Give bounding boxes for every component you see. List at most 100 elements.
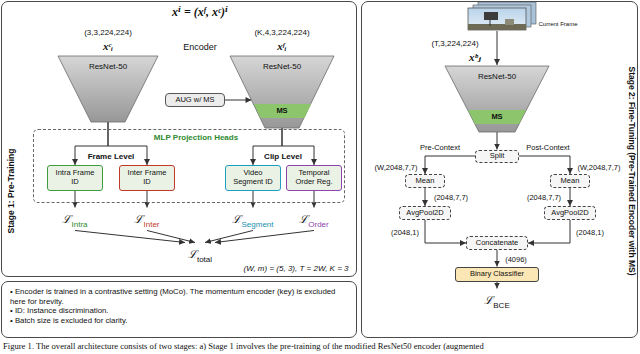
box-text: Mean <box>554 177 586 186</box>
loss-symbol: ℒ <box>134 213 143 225</box>
loss-term: ℒOrder <box>289 208 339 231</box>
tensor-shape: (W,2048,7,7) <box>578 163 621 172</box>
heading-text: ResNet-50 <box>478 73 516 82</box>
edge-label: (2048,1) <box>390 228 420 237</box>
loss-term: ℒInter <box>122 208 172 231</box>
edge-label: (4096) <box>504 255 528 264</box>
augment-box: AUG w/ MS <box>165 93 225 107</box>
op-box: Mean <box>405 174 445 188</box>
level-label: Frame Level <box>88 152 135 161</box>
heading-text: MS <box>491 113 502 121</box>
box-text: Video Segment ID <box>229 169 277 186</box>
connector <box>215 230 314 242</box>
trapezoid-shape <box>468 110 526 124</box>
connector <box>314 191 315 208</box>
box-text: Temporal Order Reg. <box>290 169 338 186</box>
op-box: AvgPool2D <box>399 206 451 220</box>
loss-subscript: Order <box>308 220 328 229</box>
connector <box>425 156 475 174</box>
connector <box>425 188 426 206</box>
op-box: AvgPool2D <box>544 206 596 220</box>
connector <box>225 99 252 100</box>
connector <box>519 156 570 174</box>
frame-ground <box>468 24 526 30</box>
edge-label: (2048,7,7) <box>526 193 562 202</box>
heading-text: MLP Projection Heads <box>154 134 238 143</box>
op-box: Split <box>475 150 519 163</box>
projection-group: MLP Projection HeadsIntra Frame ID Inter … <box>33 129 345 203</box>
input-arrow <box>497 31 498 65</box>
figure-caption: Figure 1. The overall architecture consi… <box>3 341 484 351</box>
connector <box>253 128 282 165</box>
frame-sign <box>484 12 498 20</box>
box-text: • Encoder is trained in a contrastive se… <box>10 287 348 306</box>
box-text: Concatenate <box>470 239 524 248</box>
tensor-shape: (W,2048,7,7) <box>375 163 418 172</box>
heading-text: ResNet-50 <box>89 63 127 72</box>
box-text: AUG w/ MS <box>169 96 221 105</box>
encoder-trapezoid: ResNet-50MS <box>230 56 334 128</box>
loss-symbol: ℒ <box>484 294 493 306</box>
connector <box>528 220 570 243</box>
edge-label: Post-Context <box>525 143 570 152</box>
stage-panel: Stage 1: Pre-TrainingResNet-50AUG w/ MSR… <box>1 1 357 277</box>
box-text: Mean <box>409 177 441 186</box>
frame-stack <box>468 2 536 30</box>
box-text: Inter Frame ID <box>123 169 171 186</box>
connector <box>75 191 76 208</box>
loss-symbol: ℒ <box>188 248 197 260</box>
trapezoid-shape <box>58 56 158 122</box>
loss-term: ℒBCE <box>475 289 519 312</box>
encoder-trapezoid: ResNet-50MS <box>445 66 549 132</box>
heading-text: ResNet-50 <box>263 63 301 72</box>
box-text: Intra Frame ID <box>51 169 99 186</box>
edge-label: (2048,7,7) <box>433 193 469 202</box>
trapezoid-shape <box>254 104 311 118</box>
op-box: Mean <box>550 174 590 188</box>
head-box: Inter Frame ID <box>119 165 175 191</box>
classifier-box: Binary Classifier <box>455 267 539 282</box>
tensor-shape: (3,3,224,224) <box>84 28 132 37</box>
op-box: Concatenate <box>466 236 528 250</box>
connector <box>147 191 148 208</box>
loss-subscript: Segment <box>241 220 273 229</box>
box-text: AvgPool2D <box>548 209 592 218</box>
loss-symbol: ℒ <box>299 213 308 225</box>
connector <box>75 230 185 242</box>
loss-subscript: Inter <box>143 220 159 229</box>
tensor-shape: (T,3,224,224) <box>431 39 478 48</box>
box-text: AvgPool2D <box>403 209 447 218</box>
frame-caption: Current Frame <box>538 21 577 27</box>
box-text: • Batch size is excluded for clarity. <box>10 316 348 326</box>
ms-band: MS <box>468 110 526 124</box>
frame-object <box>505 19 514 25</box>
loss-term: ℒtotal <box>175 243 225 266</box>
head-box: Intra Frame ID <box>47 165 103 191</box>
head-box: Video Segment ID <box>225 165 281 191</box>
stage-panel: Stage 2: Fine-Tuning (Pre-Trained Encode… <box>361 1 638 338</box>
hyperparameter-note: (W, m) = (5, 3), T = 2W, K = 3 <box>244 264 349 273</box>
connector <box>497 282 498 289</box>
loss-symbol: ℒ <box>232 213 241 225</box>
connector <box>497 132 498 150</box>
input-symbol: xᶠᵢ <box>277 40 286 52</box>
connector <box>282 128 314 165</box>
connector <box>497 250 498 267</box>
trapezoid-shape <box>230 56 334 128</box>
trapezoid-shape <box>445 66 549 132</box>
notes-box: • Encoder is trained in a contrastive se… <box>1 281 357 338</box>
loss-subscript: BCE <box>493 301 509 310</box>
box-text: Split <box>479 152 515 161</box>
edge-label: (2048,1) <box>575 228 605 237</box>
heading-text: Stage 2: Fine-Tuning (Pre-Trained Encode… <box>626 66 635 275</box>
section-label: Encoder <box>183 42 217 52</box>
loss-symbol: ℒ <box>62 213 71 225</box>
connector <box>425 220 466 243</box>
input-symbol: xᵇⱼ <box>469 51 481 64</box>
level-label: Clip Level <box>264 152 302 161</box>
connector <box>570 188 571 206</box>
encoder-trapezoid: ResNet-50 <box>58 56 158 122</box>
ms-band: MS <box>254 104 311 118</box>
